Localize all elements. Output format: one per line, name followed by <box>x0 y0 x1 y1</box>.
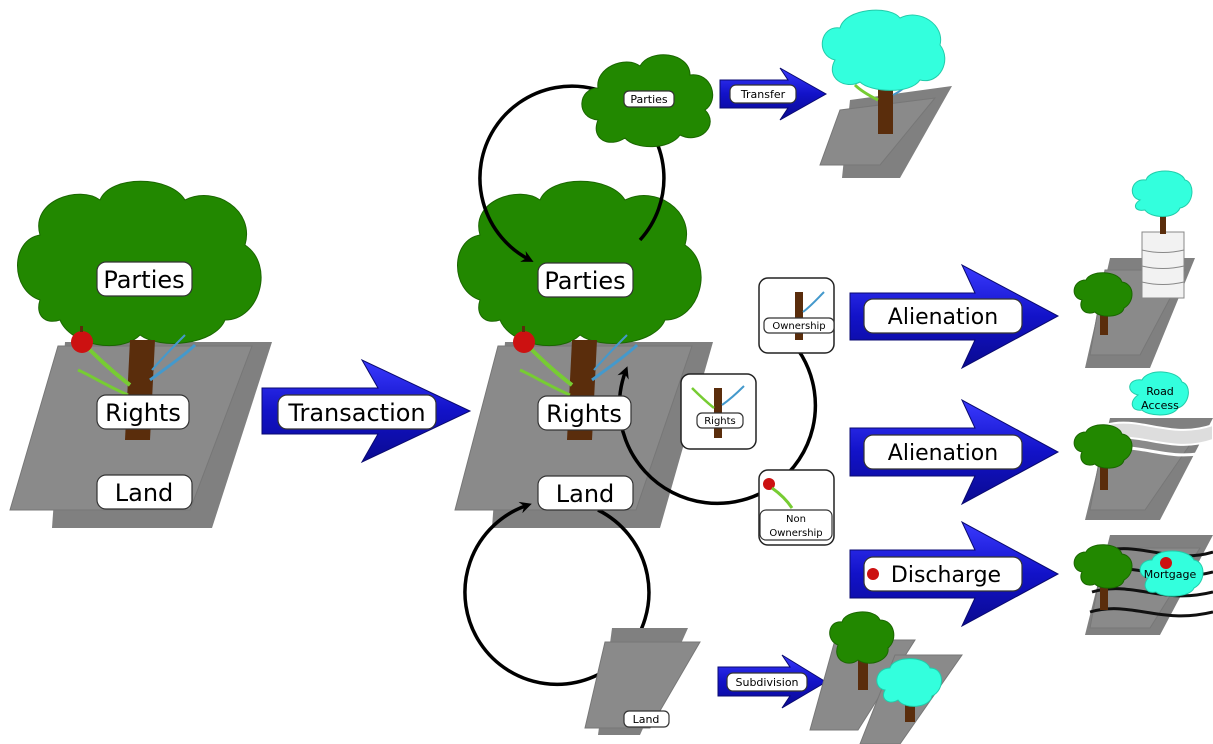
rights-box: Rights <box>680 373 757 450</box>
parties-cycle <box>478 84 666 262</box>
parties-cloud: Parties <box>581 54 714 148</box>
alienation-result-building <box>1073 170 1195 368</box>
svg-text:Land: Land <box>556 480 615 508</box>
subdivision-result <box>809 611 963 744</box>
svg-text:Ownership: Ownership <box>769 528 822 539</box>
svg-text:Parties: Parties <box>544 267 625 295</box>
svg-text:Parties: Parties <box>103 266 184 294</box>
svg-text:Ownership: Ownership <box>772 321 825 332</box>
land-cycle <box>463 501 651 687</box>
svg-text:Discharge: Discharge <box>891 563 1001 588</box>
svg-text:Rights: Rights <box>546 400 622 428</box>
land-parcel-small: Land <box>584 628 701 735</box>
apple-icon <box>513 326 535 353</box>
svg-text:Transaction: Transaction <box>287 399 425 427</box>
left-land-label: Land <box>96 474 193 510</box>
apple-icon <box>1160 557 1172 569</box>
svg-text:Land: Land <box>633 713 660 726</box>
ownership-box: Ownership <box>758 277 835 354</box>
svg-text:Subdivision: Subdivision <box>735 676 798 689</box>
svg-text:Non: Non <box>786 514 806 525</box>
transfer-result <box>819 9 952 178</box>
center-land-label: Land <box>537 475 634 511</box>
alienation-arrow-1: Alienation <box>849 263 1060 370</box>
left-parties-label: Parties <box>96 261 193 297</box>
subdivision-arrow: Subdivision <box>717 654 827 709</box>
transfer-arrow: Transfer <box>719 67 828 121</box>
svg-text:Alienation: Alienation <box>888 441 998 466</box>
svg-text:Parties: Parties <box>630 93 668 106</box>
alienation-arrow-2: Alienation <box>849 398 1060 506</box>
center-rights-label: Rights <box>537 395 632 431</box>
alienation-result-road: Road Access <box>1073 371 1213 520</box>
svg-text:Transfer: Transfer <box>740 88 786 101</box>
center-parties-label: Parties <box>537 262 634 298</box>
non-ownership-box: Non Ownership <box>758 469 835 546</box>
svg-text:Rights: Rights <box>704 416 736 427</box>
discharge-arrow: Discharge <box>849 520 1060 628</box>
svg-text:Rights: Rights <box>105 399 181 427</box>
svg-text:Land: Land <box>115 479 174 507</box>
svg-text:Access: Access <box>1141 399 1179 412</box>
apple-icon <box>867 568 879 580</box>
apple-icon <box>71 326 93 353</box>
rights-cycle <box>617 328 818 506</box>
svg-text:Alienation: Alienation <box>888 305 998 330</box>
transaction-arrow: Transaction <box>261 358 472 464</box>
left-rights-label: Rights <box>96 394 190 430</box>
discharge-result-mortgage: Mortgage <box>1073 535 1213 635</box>
svg-text:Road: Road <box>1146 385 1174 398</box>
svg-text:Mortgage: Mortgage <box>1144 568 1197 581</box>
